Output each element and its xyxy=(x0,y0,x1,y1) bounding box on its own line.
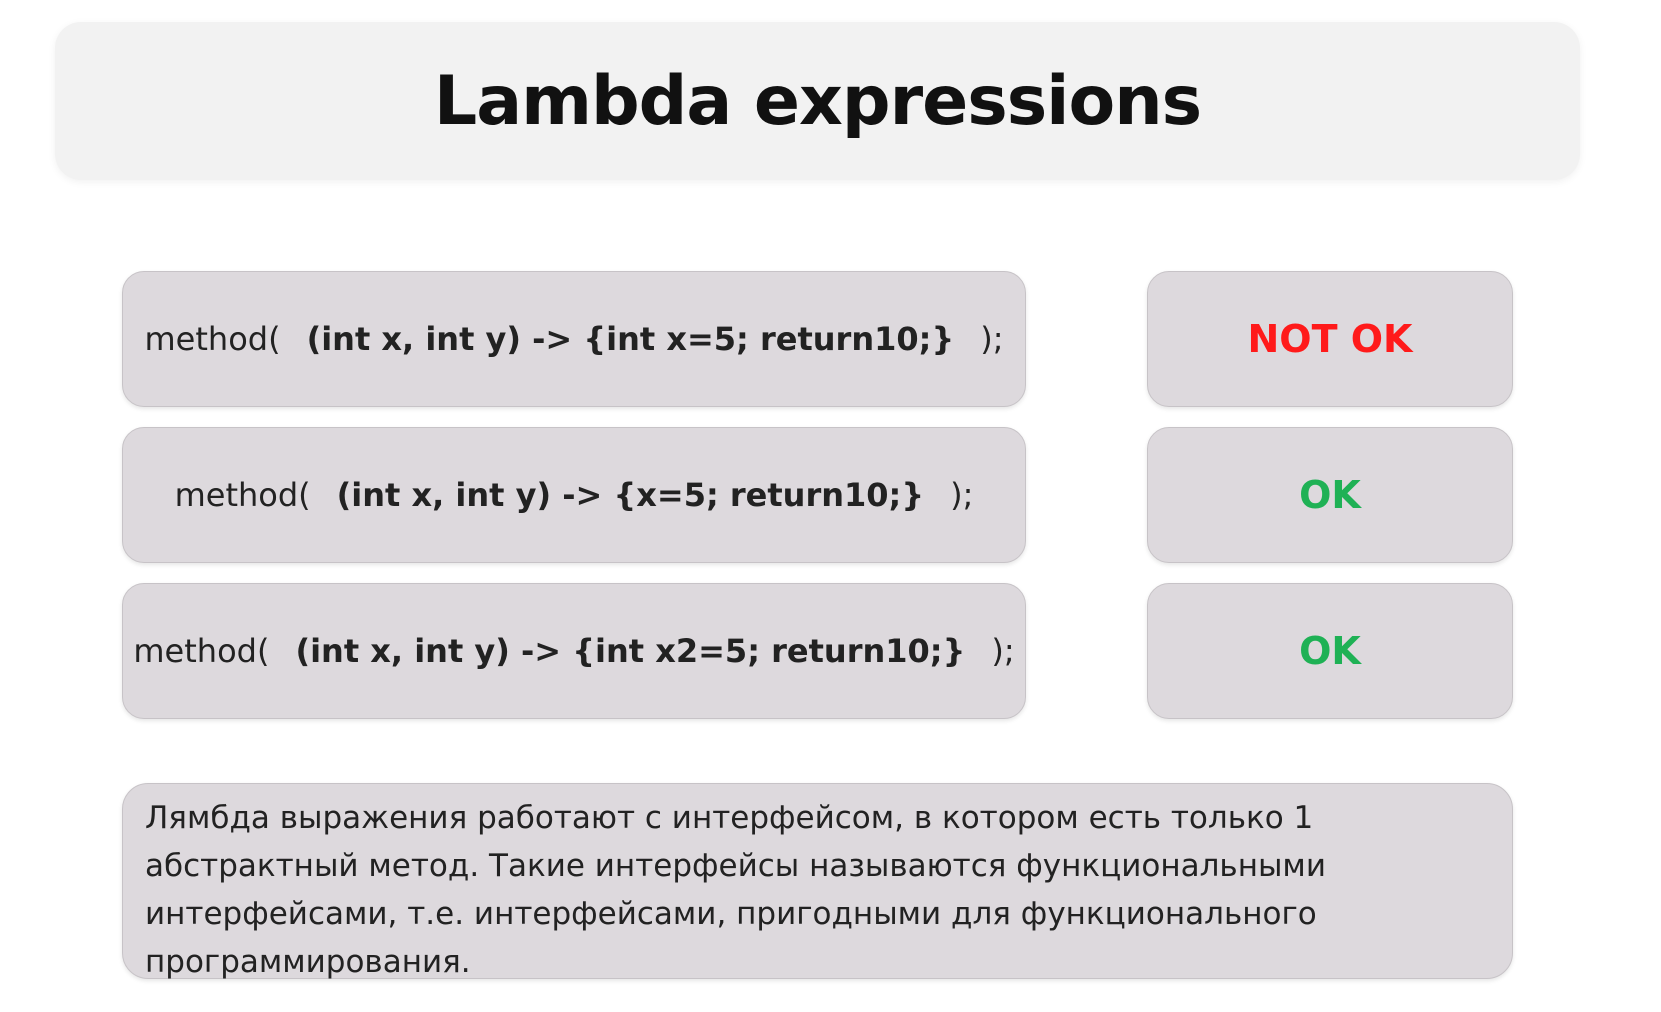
lambda-expression: (int x, int y) -> {int x=5; return10;} xyxy=(306,320,955,358)
lambda-expression: (int x, int y) -> {int x2=5; return10;} xyxy=(295,632,966,670)
code-line-1: method( (int x, int y) -> {int x=5; retur… xyxy=(145,320,1004,358)
call-close: ); xyxy=(980,320,1004,358)
note-text: Лямбда выражения работают с интерфейсом,… xyxy=(145,800,1326,980)
verdict-label-2: OK xyxy=(1299,473,1361,517)
verdict-box-1: NOT OK xyxy=(1147,271,1513,407)
call-close: ); xyxy=(950,476,974,514)
verdict-label-3: OK xyxy=(1299,629,1361,673)
call-open: method( xyxy=(144,320,281,358)
code-line-3: method( (int x, int y) -> {int x2=5; retu… xyxy=(133,632,1014,670)
code-line-2: method( (int x, int y) -> {x=5; return10;… xyxy=(175,476,974,514)
code-example-2: method( (int x, int y) -> {x=5; return10;… xyxy=(122,427,1026,563)
verdict-label-1: NOT OK xyxy=(1247,317,1413,361)
code-example-1: method( (int x, int y) -> {int x=5; retur… xyxy=(122,271,1026,407)
code-example-3: method( (int x, int y) -> {int x2=5; retu… xyxy=(122,583,1026,719)
call-close: ); xyxy=(991,632,1015,670)
explanation-note: Лямбда выражения работают с интерфейсом,… xyxy=(122,783,1513,980)
call-open: method( xyxy=(174,476,311,514)
verdict-box-3: OK xyxy=(1147,583,1513,719)
slide-title: Lambda expressions xyxy=(433,61,1202,141)
title-banner: Lambda expressions xyxy=(55,22,1580,180)
verdict-box-2: OK xyxy=(1147,427,1513,563)
lambda-expression: (int x, int y) -> {x=5; return10;} xyxy=(336,476,925,514)
call-open: method( xyxy=(133,632,270,670)
